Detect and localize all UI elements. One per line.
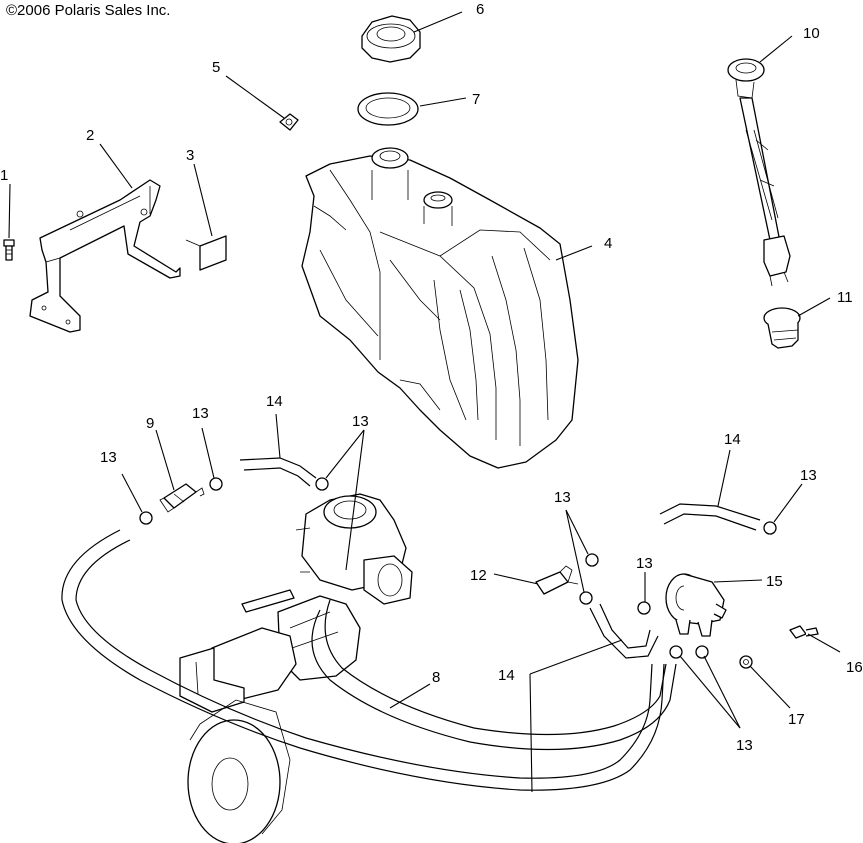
- callout-13-pump: 13: [636, 555, 653, 572]
- clamp-pump-left: [637, 601, 651, 615]
- clamp-near-filter-right: [209, 477, 223, 491]
- clamp-pump-inlet: [585, 553, 599, 567]
- callout-8: 8: [432, 669, 440, 686]
- callout-1: 1: [0, 167, 8, 184]
- callout-13-right: 13: [800, 467, 817, 484]
- clamp-valve: [579, 591, 593, 605]
- part-5-screw: [279, 113, 299, 131]
- callout-13-upper: 13: [352, 413, 369, 430]
- callout-6: 6: [476, 1, 484, 18]
- part-9-fuel-filter: [159, 483, 205, 513]
- part-15-fuel-pump: [665, 573, 727, 637]
- callout-13-valve: 13: [554, 489, 571, 506]
- part-14-hoses: [239, 457, 761, 659]
- callout-13-filter-right: 13: [192, 405, 209, 422]
- callout-10: 10: [803, 25, 820, 42]
- callout-labels: 1 2 3 5 6 7 10 4 11 14 9 13 13 13 14 13 …: [0, 1, 863, 754]
- copyright-notice: ©2006 Polaris Sales Inc.: [6, 2, 171, 19]
- callout-3: 3: [186, 147, 194, 164]
- clamp-right-hose: [763, 521, 777, 535]
- part-2-bracket: [29, 179, 181, 333]
- callout-4: 4: [604, 235, 612, 252]
- callout-14-lower: 14: [498, 667, 515, 684]
- callout-16: 16: [846, 659, 863, 676]
- callout-13-bottom: 13: [736, 737, 753, 754]
- part-12-check-valve: [535, 565, 579, 595]
- part-7-gasket: [357, 92, 419, 126]
- callout-14-upper: 14: [266, 393, 283, 410]
- part-8-vent-hoses: [61, 529, 677, 791]
- part-3-pad: [185, 235, 227, 271]
- part-6-fuel-cap: [361, 15, 421, 63]
- part-16-bolt: [789, 625, 819, 639]
- part-17-nut: [739, 655, 753, 669]
- part-1-bolt: [3, 239, 15, 261]
- leader-lines: [8, 11, 841, 793]
- callout-5: 5: [212, 59, 220, 76]
- part-10-fuel-sender: [727, 58, 791, 287]
- callout-17: 17: [788, 711, 805, 728]
- clamp-near-filter-left: [139, 511, 153, 525]
- callout-12: 12: [470, 567, 487, 584]
- clamp-upper-hose: [315, 477, 329, 491]
- part-4-fuel-tank: [301, 147, 579, 469]
- clamp-pump-bottom-right: [695, 645, 709, 659]
- callout-7: 7: [472, 91, 480, 108]
- callout-13-filter-left: 13: [100, 449, 117, 466]
- part-11-grommet: [763, 307, 801, 349]
- callout-9: 9: [146, 415, 154, 432]
- carburetor-assembly: [179, 493, 413, 713]
- clamp-pump-bottom-left: [669, 645, 683, 659]
- callout-11: 11: [837, 289, 853, 306]
- wheel-hub: [187, 699, 291, 843]
- callout-15: 15: [766, 573, 783, 590]
- callout-14-right: 14: [724, 431, 741, 448]
- callout-2: 2: [86, 127, 94, 144]
